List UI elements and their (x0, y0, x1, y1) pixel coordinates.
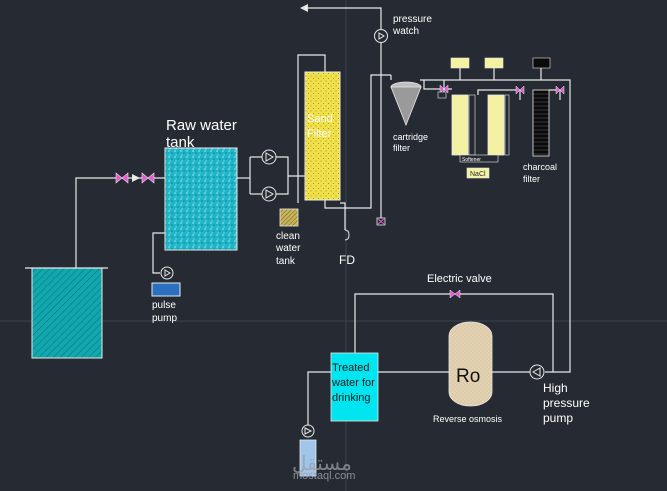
charcoal-head (532, 57, 551, 69)
header-valve-1 (439, 84, 449, 94)
softener-head-1 (450, 57, 470, 69)
watermark-logo: مستقل (292, 451, 352, 475)
clean-water-tank-label-line-1: clean (276, 231, 300, 242)
clean-water-tank-label-line-2: water (275, 243, 301, 254)
raw-water-tank (164, 147, 238, 251)
raw-water-tank-label-line-2: tank (166, 134, 195, 151)
drain-valve-icon (376, 217, 386, 226)
ground-water-tank (25, 267, 108, 359)
outlet-bottle (299, 439, 317, 477)
softener-head-2 (484, 57, 504, 69)
raw-water-tank-label-line-1: Raw water (166, 117, 237, 134)
fd-label: FD (339, 253, 355, 267)
softener-tag (459, 154, 499, 163)
charcoal-filter-label-line-1: charcoal (523, 162, 557, 172)
feed-pump-1 (261, 149, 277, 165)
electric-valve-icon (449, 289, 461, 299)
high-pressure-pump-icon (529, 364, 545, 380)
sand-filter-label-line-1: Sand (307, 113, 333, 125)
cartridge-filter-label-line-1: cartridge (393, 132, 428, 142)
pressure-watch-label-line-1: pressure (393, 14, 432, 25)
ro-label: Ro (456, 366, 480, 387)
softener-tag-label: Softener (462, 157, 481, 163)
reverse-osmosis-label: Reverse osmosis (433, 414, 503, 424)
high-pressure-pump-label-line-2: pressure (543, 396, 590, 410)
softener-column-1 (451, 94, 469, 156)
treated-water-tank (330, 352, 379, 422)
nacl-tag (466, 167, 490, 179)
inlet-valve-2 (141, 172, 155, 184)
clean-water-tank (279, 208, 299, 227)
header-valve-3 (555, 85, 565, 95)
pulse-pump-label-line-1: pulse (152, 300, 176, 311)
pressure-arrow-icon (300, 4, 308, 12)
sand-filter (304, 71, 341, 201)
pulse-pump-box (151, 282, 181, 297)
drain-icon (344, 229, 350, 241)
sand-filter-label-line-2: Filter (307, 128, 332, 140)
header-valve-4 (437, 91, 447, 99)
pressure-watch-icon (374, 29, 388, 43)
feed-pump-2 (261, 186, 277, 202)
nacl-tag-label: NaCl (470, 171, 486, 178)
cartridge-filter (390, 81, 422, 127)
high-pressure-pump-label-line-1: High (543, 381, 568, 395)
charcoal-filter (532, 89, 550, 157)
clean-water-tank-label-line-3: tank (276, 256, 296, 267)
pressure-watch-label-line-2: watch (392, 26, 419, 37)
inlet-valve-1 (115, 172, 129, 184)
cartridge-filter-label-line-2: filter (393, 143, 410, 153)
outlet-pump-icon (301, 424, 315, 438)
charcoal-filter-label-line-2: filter (523, 174, 540, 184)
treated-water-label-line-1: Treated (332, 362, 370, 374)
flow-arrow-icon (132, 174, 140, 182)
watermark-url: mostaql.com (293, 470, 355, 482)
electric-valve-label: Electric valve (427, 273, 492, 285)
pulse-pump-icon (160, 266, 174, 280)
high-pressure-pump-label-line-3: pump (543, 411, 573, 425)
treated-water-label-line-2: water for (331, 377, 375, 389)
reverse-osmosis-vessel (448, 321, 493, 407)
treated-water-label-line-3: drinking (332, 392, 371, 404)
pipe-network (75, 7, 571, 425)
softener-pipe-1 (468, 94, 476, 156)
softener-pipe-2 (504, 94, 510, 156)
pulse-pump-label-line-2: pump (152, 313, 177, 324)
softener-column-2 (487, 94, 505, 156)
header-valve-2 (515, 85, 525, 95)
